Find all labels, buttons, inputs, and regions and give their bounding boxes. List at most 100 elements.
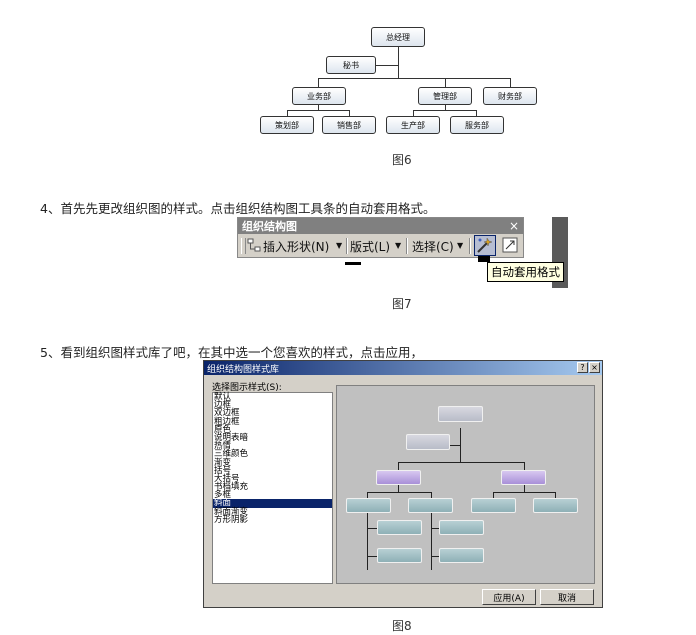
preview-node (408, 498, 453, 513)
style-list-item[interactable]: 原色 (214, 424, 232, 435)
style-list-item[interactable]: 渐变 (214, 457, 232, 468)
preview-node (501, 470, 546, 485)
figure-caption: 图6 (392, 153, 412, 167)
preview-node (346, 498, 391, 513)
preview-node (533, 498, 578, 513)
toolbar-separator (346, 238, 348, 254)
style-list[interactable]: 默认边框双边框粗边框原色说明表暗热情三维颜色渐变括号大括号书档填充多框斜面斜面渐… (212, 392, 333, 584)
connector (476, 110, 477, 116)
autoformat-button[interactable] (474, 235, 496, 256)
tooltip: 自动套用格式 (487, 262, 564, 282)
style-list-item[interactable]: 说明表暗 (214, 432, 249, 443)
connector (510, 78, 511, 87)
connector (398, 47, 399, 78)
step-text: 4、首先先更改组织图的样式。点击组织结构图工具条的自动套用格式。 (40, 201, 436, 216)
preview-node (406, 434, 450, 450)
help-button[interactable]: ? (577, 362, 588, 373)
preview-node (377, 520, 422, 535)
preview-node (439, 548, 484, 563)
connector (287, 110, 288, 116)
preview-node (439, 520, 484, 535)
dialog-title: 组织结构图样式库 (204, 361, 602, 375)
style-list-item[interactable]: 斜面渐变 (214, 506, 249, 517)
preview-connector (524, 462, 525, 470)
org-node-sub: 服务部 (450, 116, 504, 134)
list-label: 选择图示样式(S): (212, 383, 282, 393)
preview-node (377, 548, 422, 563)
cancel-button[interactable]: 取消 (540, 589, 594, 605)
style-list-item[interactable]: 粗边框 (214, 416, 240, 427)
style-list-item[interactable]: 括号 (214, 465, 232, 476)
org-node-root: 总经理 (371, 27, 425, 47)
preview-connector (493, 492, 494, 498)
connector (318, 105, 319, 111)
style-list-item[interactable]: 书档填充 (214, 482, 249, 493)
apply-button[interactable]: 应用(A) (482, 589, 536, 605)
toolbar-row: 插入形状(N) ▼ 版式(L) ▼ 选择(C) ▼ (238, 235, 523, 257)
style-list-item[interactable]: 斜面 (213, 499, 332, 508)
org-node-sub: 策划部 (260, 116, 314, 134)
connector (445, 78, 446, 87)
toolbar-separator (406, 238, 408, 254)
style-list-item[interactable]: 多框 (214, 490, 232, 501)
preview-connector (524, 484, 525, 492)
mouse-cursor-icon (478, 256, 490, 262)
preview-connector (398, 484, 399, 492)
toolbar-title: 组织结构图 (238, 218, 523, 234)
style-gallery-dialog: 组织结构图样式库 ? × 选择图示样式(S): 默认边框双边框粗边框原色说明表暗… (203, 360, 603, 608)
connector (287, 110, 349, 111)
preview-node (438, 406, 483, 422)
preview-connector (450, 445, 460, 446)
connector (413, 110, 476, 111)
preview-connector (398, 462, 399, 470)
insert-shape-button[interactable]: 插入形状(N) (263, 240, 330, 254)
connector (318, 78, 510, 79)
chevron-down-icon[interactable]: ▼ (395, 241, 402, 250)
chevron-down-icon[interactable]: ▼ (336, 241, 343, 250)
preview-node (471, 498, 516, 513)
org-node-dept: 业务部 (292, 87, 346, 105)
preview-connector (431, 512, 432, 570)
connector (376, 65, 398, 66)
preview-connector (367, 512, 368, 570)
figure-caption: 图7 (392, 297, 412, 311)
org-node-assistant: 秘书 (326, 56, 376, 74)
resize-mark (345, 262, 361, 265)
style-list-item[interactable]: 边框 (214, 400, 232, 411)
org-node-dept: 管理部 (418, 87, 472, 105)
close-button[interactable]: × (589, 362, 600, 373)
preview-connector (367, 528, 377, 529)
style-preview (336, 385, 595, 584)
toolbar-separator (469, 238, 471, 254)
preview-connector (431, 528, 439, 529)
autoformat-icon (477, 237, 493, 253)
preview-connector (493, 492, 555, 493)
select-button[interactable]: 选择(C) (412, 240, 454, 254)
insert-shape-icon[interactable] (247, 238, 261, 255)
connector (349, 110, 350, 116)
preview-connector (460, 428, 461, 462)
connector (413, 110, 414, 116)
layout-button[interactable]: 版式(L) (350, 240, 391, 254)
style-list-item[interactable]: 双边框 (214, 408, 240, 419)
grip-icon (241, 238, 246, 254)
preview-connector (398, 462, 524, 463)
step-text: 5、看到组织图样式库了吧，在其中选一个您喜欢的样式，点击应用， (40, 345, 423, 360)
preview-connector (367, 556, 377, 557)
style-list-item[interactable]: 大括号 (214, 473, 240, 484)
connector (445, 105, 446, 111)
chevron-down-icon[interactable]: ▼ (457, 241, 464, 250)
close-icon[interactable]: × (508, 219, 519, 233)
org-node-dept: 财务部 (483, 87, 537, 105)
style-list-item[interactable]: 三维颜色 (214, 449, 249, 460)
org-node-sub: 生产部 (386, 116, 440, 134)
style-list-item[interactable]: 热情 (214, 441, 232, 452)
preview-connector (367, 492, 368, 498)
preview-node (376, 470, 421, 485)
preview-connector (431, 492, 432, 498)
preview-connector (555, 492, 556, 498)
style-list-item[interactable]: 默认 (214, 392, 232, 402)
preview-connector (431, 556, 439, 557)
style-list-item[interactable]: 方形阴影 (214, 514, 249, 525)
fit-text-icon[interactable] (502, 237, 518, 256)
